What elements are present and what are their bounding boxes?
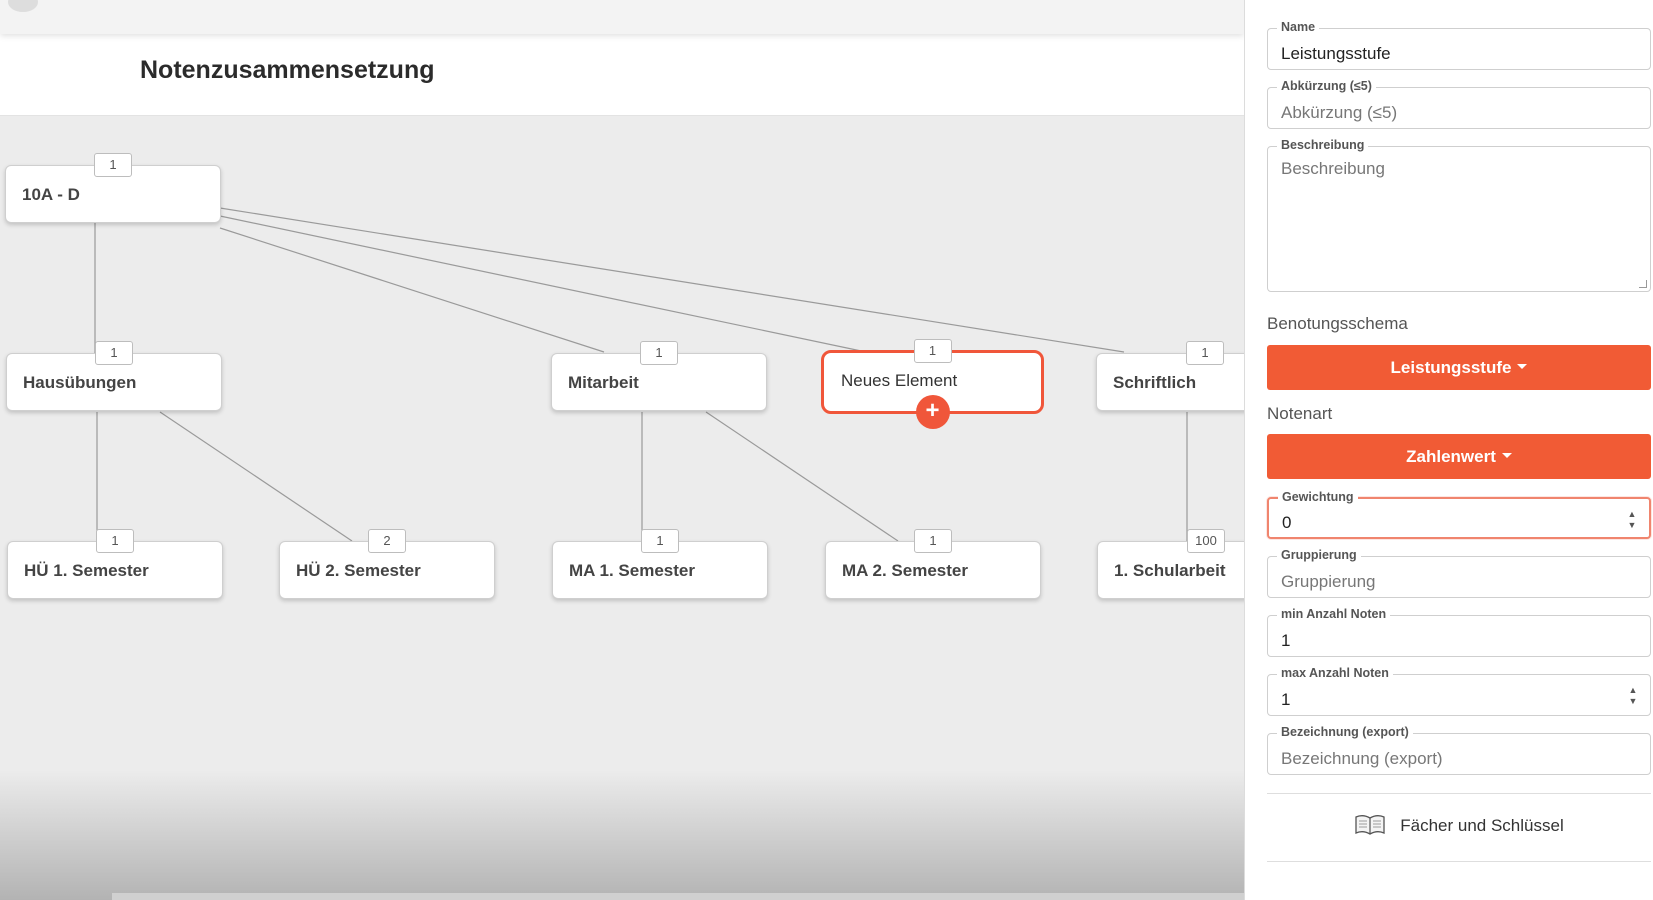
tree-node-hausuebungen[interactable]: 1 Hausübungen xyxy=(6,341,222,411)
divider xyxy=(1267,861,1651,862)
description-textarea[interactable] xyxy=(1268,147,1650,291)
tree-node-ma-1-semester[interactable]: 1 MA 1. Semester xyxy=(552,529,768,599)
abbreviation-field[interactable]: Abkürzung (≤5) xyxy=(1267,79,1651,129)
subjects-and-keys-label: Fächer und Schlüssel xyxy=(1400,816,1564,835)
resize-handle-icon[interactable] xyxy=(1639,280,1647,288)
book-icon xyxy=(1355,814,1385,835)
grouping-field[interactable]: Gruppierung xyxy=(1267,548,1651,598)
node-weight-badge: 1 xyxy=(914,529,952,553)
node-weight-badge: 1 xyxy=(913,339,952,363)
edge-root-sch xyxy=(219,207,1125,353)
node-label: HÜ 2. Semester xyxy=(296,561,421,580)
chat-bubble-icon[interactable] xyxy=(8,0,38,12)
grading-scheme-label: Benotungsschema xyxy=(1267,314,1408,333)
caret-down-icon xyxy=(1501,453,1512,459)
page-title: Notenzusammensetzung xyxy=(140,56,435,84)
spinner-arrows-icon[interactable]: ▲▼ xyxy=(1628,685,1638,706)
horizontal-scrollbar[interactable] xyxy=(112,893,1244,900)
abbreviation-input[interactable] xyxy=(1268,88,1650,128)
min-grades-field[interactable]: min Anzahl Noten xyxy=(1267,607,1651,657)
node-weight-badge: 1 xyxy=(640,341,678,365)
edge-root-ma xyxy=(219,227,605,353)
tree-node-ma-2-semester[interactable]: 1 MA 2. Semester xyxy=(825,529,1041,599)
node-label: Schriftlich xyxy=(1113,373,1197,392)
title-bar: Notenzusammensetzung xyxy=(0,34,1244,116)
tree-node-hu-2-semester[interactable]: 2 HÜ 2. Semester xyxy=(279,529,495,599)
grade-type-value: Zahlenwert xyxy=(1406,447,1496,466)
node-label: 1. Schularbeit xyxy=(1114,561,1226,580)
node-weight-badge: 100 xyxy=(1187,529,1225,553)
spinner-arrows-icon[interactable]: ▲▼ xyxy=(1627,509,1637,530)
grade-type-dropdown[interactable]: Zahlenwert xyxy=(1267,434,1651,479)
tree-node-hu-1-semester[interactable]: 1 HÜ 1. Semester xyxy=(7,529,223,599)
min-grades-input[interactable] xyxy=(1268,616,1650,656)
tree-canvas[interactable]: 1 10A - D 1 Hausübungen 1 Mitarbeit 1 Ne… xyxy=(0,116,1244,900)
tree-node-1-schularbeit[interactable]: 100 1. Schularbeit xyxy=(1097,529,1244,599)
properties-panel: Name Abkürzung (≤5) Beschreibung Benotun… xyxy=(1244,0,1653,900)
description-field[interactable]: Beschreibung xyxy=(1267,138,1651,292)
max-grades-input[interactable] xyxy=(1268,675,1650,715)
divider xyxy=(1267,793,1651,794)
node-label: Hausübungen xyxy=(23,373,137,392)
grading-scheme-dropdown[interactable]: Leistungsstufe xyxy=(1267,345,1651,390)
edge-hu-hu2 xyxy=(159,411,353,542)
add-child-button[interactable]: + xyxy=(915,395,950,429)
node-label: MA 2. Semester xyxy=(842,561,968,580)
weight-field[interactable]: Gewichtung ▲▼ xyxy=(1267,490,1651,539)
grade-type-label: Notenart xyxy=(1267,404,1333,423)
top-bar xyxy=(0,0,1244,34)
export-name-input[interactable] xyxy=(1268,734,1650,774)
node-weight-badge: 1 xyxy=(96,529,134,553)
node-weight-badge: 1 xyxy=(95,341,133,365)
tree-node-schriftlich[interactable]: 1 Schriftlich xyxy=(1096,341,1244,411)
node-label: MA 1. Semester xyxy=(569,561,695,580)
edge-ma-ma2 xyxy=(705,411,899,542)
subjects-and-keys-link[interactable]: Fächer und Schlüssel xyxy=(1267,808,1651,844)
plus-icon: + xyxy=(925,397,940,424)
node-label: 10A - D xyxy=(22,185,80,204)
caret-down-icon xyxy=(1517,364,1528,370)
max-grades-field[interactable]: max Anzahl Noten ▲▼ xyxy=(1267,666,1651,716)
tree-node-root[interactable]: 1 10A - D xyxy=(5,153,221,223)
export-name-field[interactable]: Bezeichnung (export) xyxy=(1267,725,1651,775)
name-field[interactable]: Name xyxy=(1267,20,1651,70)
edge-root-new xyxy=(219,215,867,353)
grouping-input[interactable] xyxy=(1268,557,1650,597)
grading-scheme-value: Leistungsstufe xyxy=(1390,358,1512,377)
node-label: Mitarbeit xyxy=(568,373,639,392)
node-label: Neues Element xyxy=(841,371,958,390)
tree-node-neues-element[interactable]: 1 Neues Element + xyxy=(821,339,1044,429)
node-weight-badge: 1 xyxy=(94,153,132,177)
node-weight-badge: 1 xyxy=(1186,341,1224,365)
node-weight-badge: 2 xyxy=(368,529,406,553)
weight-input[interactable] xyxy=(1269,499,1649,537)
tree-edges xyxy=(94,207,1188,542)
node-label: HÜ 1. Semester xyxy=(24,561,149,580)
tree-node-mitarbeit[interactable]: 1 Mitarbeit xyxy=(551,341,767,411)
name-input[interactable] xyxy=(1268,29,1650,69)
node-weight-badge: 1 xyxy=(641,529,679,553)
